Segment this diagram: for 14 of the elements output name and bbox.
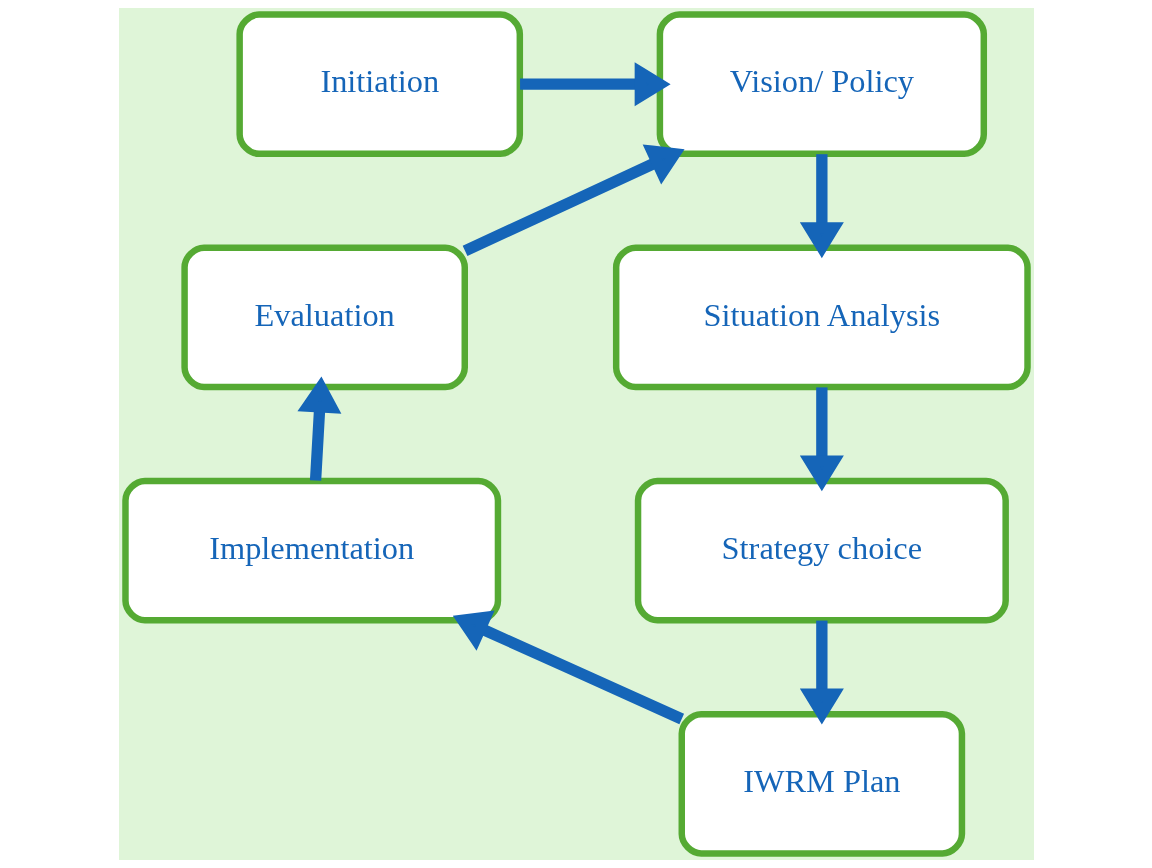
node-box: Strategy choice (634, 477, 1009, 624)
arrow (519, 62, 671, 107)
arrow (452, 610, 684, 725)
node-box: Vision/ Policy (656, 11, 987, 158)
arrow (296, 376, 341, 481)
node-box: Initiation (235, 11, 523, 158)
arrow (799, 387, 844, 492)
node-box: Situation Analysis (612, 244, 1031, 391)
arrow (799, 154, 844, 259)
arrow (462, 144, 685, 256)
node-box: Evaluation (180, 244, 468, 391)
node-box: Implementation (121, 477, 501, 624)
arrow (799, 620, 844, 725)
node-box: IWRM Plan (678, 710, 965, 857)
